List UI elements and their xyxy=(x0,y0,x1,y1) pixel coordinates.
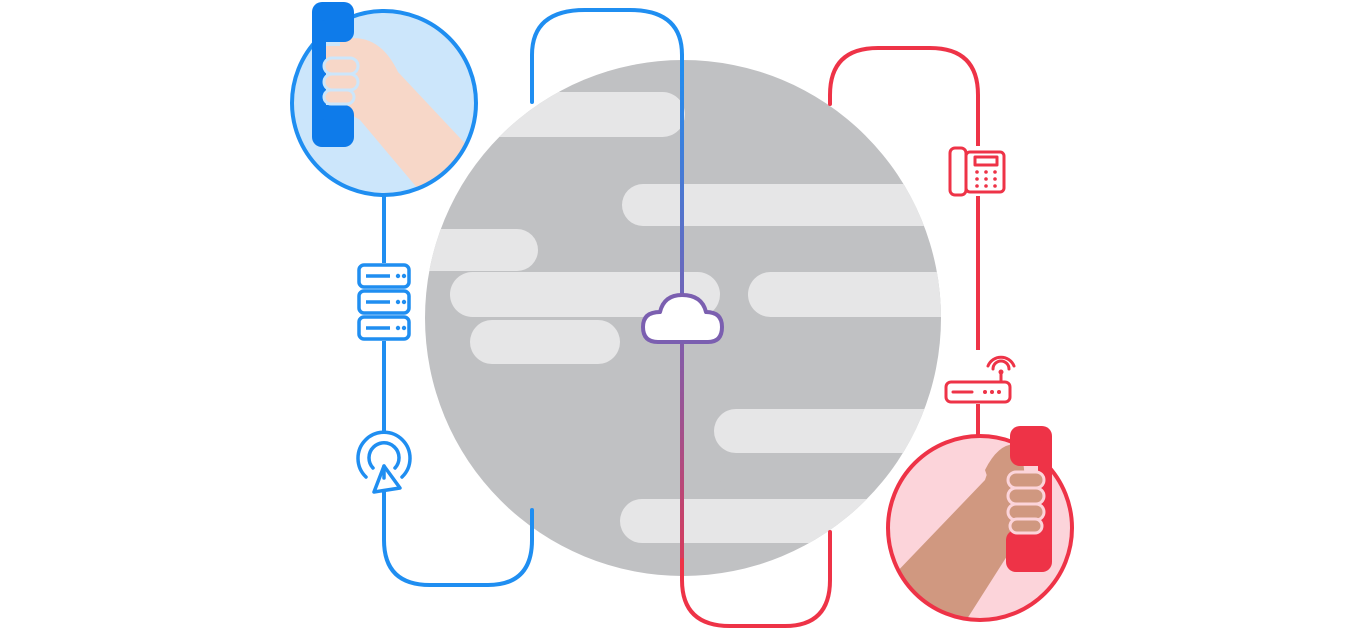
desk-phone-icon xyxy=(948,146,1006,197)
right-hand-front xyxy=(1006,470,1046,535)
red-route-top-arc xyxy=(828,46,980,438)
left-caller-ring xyxy=(290,9,478,197)
left-caller xyxy=(290,2,478,197)
blue-route-top-arc xyxy=(530,8,684,104)
server-stack-icon xyxy=(357,263,411,341)
globe-band-notches xyxy=(720,227,897,499)
blue-route xyxy=(382,8,684,587)
left-hand-front xyxy=(322,56,360,106)
blue-route-line xyxy=(382,193,534,587)
cloud-icon xyxy=(641,293,724,344)
red-route-bottom-arc xyxy=(680,530,832,628)
left-handset-icon xyxy=(312,2,354,147)
broadcast-antenna-icon xyxy=(356,430,412,494)
red-route xyxy=(680,46,980,628)
wifi-router-icon xyxy=(944,350,1016,404)
right-caller xyxy=(886,426,1074,622)
right-caller-ring xyxy=(886,434,1074,622)
